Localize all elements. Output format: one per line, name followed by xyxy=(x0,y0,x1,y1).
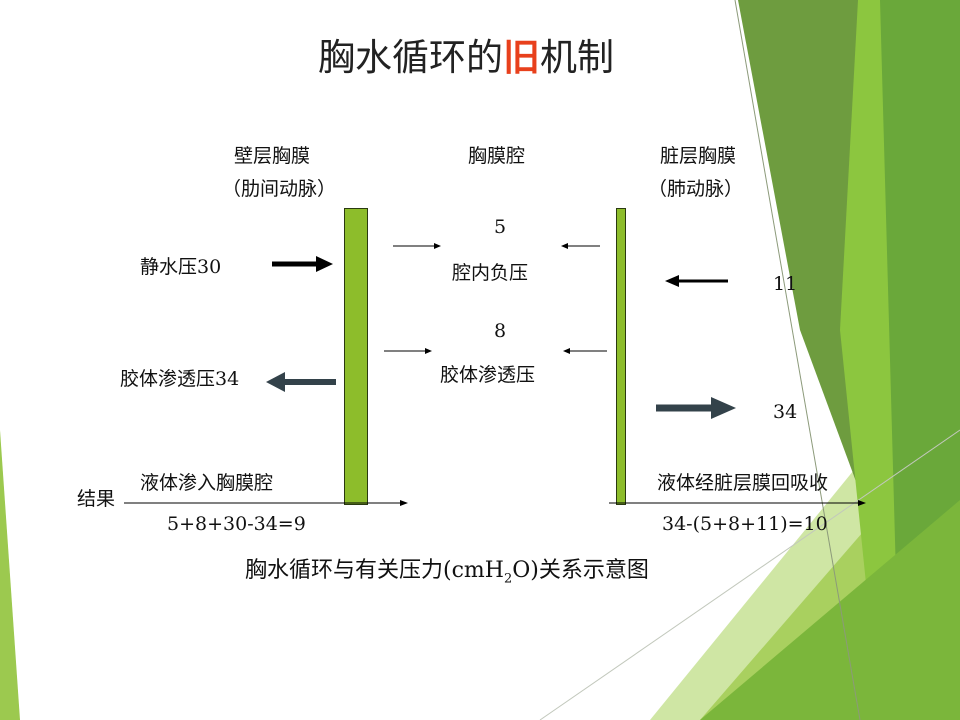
bg-left-green-sliver xyxy=(0,430,20,720)
cavity-arrow-left-top xyxy=(561,243,600,249)
visceral-arrow-bottom xyxy=(656,397,736,419)
right-result-text: 液体经脏层膜回吸收 xyxy=(657,472,829,494)
cavity-arrow-right-top xyxy=(393,243,441,249)
diagram-caption: 胸水循环与有关压力(cmH2O)关系示意图 xyxy=(245,558,649,587)
cavity-colloid-label: 胶体渗透压 xyxy=(440,364,536,386)
negative-pressure-label: 腔内负压 xyxy=(452,262,529,284)
slide-title: 胸水循环的旧机制 xyxy=(318,36,614,79)
pulmonary-artery-label: （肺动脉） xyxy=(648,178,744,200)
negative-pressure-value: 5 xyxy=(494,216,507,238)
colloid-arrow xyxy=(266,372,336,392)
pleural-cavity-label: 胸膜腔 xyxy=(468,145,526,167)
hydrostatic-pressure-label: 静水压30 xyxy=(140,256,222,278)
caption-subscript: 2 xyxy=(503,571,513,587)
visceral-pleura-label: 脏层胸膜 xyxy=(660,145,737,167)
cavity-colloid-value: 8 xyxy=(494,320,507,342)
left-result-arrow xyxy=(124,500,408,506)
hydrostatic-arrow xyxy=(272,256,333,272)
title-prefix: 胸水循环的 xyxy=(318,36,503,79)
colloid-osmotic-pressure-label: 胶体渗透压34 xyxy=(120,368,240,390)
visceral-membrane-bar xyxy=(616,208,626,505)
cavity-arrow-left-bottom xyxy=(563,348,607,354)
caption-after: O)关系示意图 xyxy=(512,558,649,583)
result-label: 结果 xyxy=(77,488,116,510)
bg-thin-line xyxy=(734,0,861,720)
right-result-arrow xyxy=(609,500,866,506)
title-highlight: 旧 xyxy=(503,36,540,79)
left-result-formula: 5+8+30-34=9 xyxy=(167,513,306,535)
bg-green-shape-lower xyxy=(700,500,960,720)
caption-before: 胸水循环与有关压力(cmH xyxy=(245,558,504,583)
visceral-pressure-value-bottom: 34 xyxy=(773,401,798,423)
left-result-text: 液体渗入胸膜腔 xyxy=(140,472,274,494)
right-result-formula: 34-(5+8+11)=10 xyxy=(662,513,828,535)
parietal-pleura-label: 壁层胸膜 xyxy=(234,145,311,167)
parietal-membrane-bar xyxy=(344,208,368,505)
intercostal-artery-label: （肋间动脉） xyxy=(222,178,337,200)
visceral-arrow-top xyxy=(665,275,728,287)
bg-thin-line xyxy=(539,429,960,720)
cavity-arrow-right-bottom xyxy=(384,348,432,354)
title-suffix: 机制 xyxy=(540,36,614,79)
visceral-pressure-value-top: 11 xyxy=(773,273,798,295)
